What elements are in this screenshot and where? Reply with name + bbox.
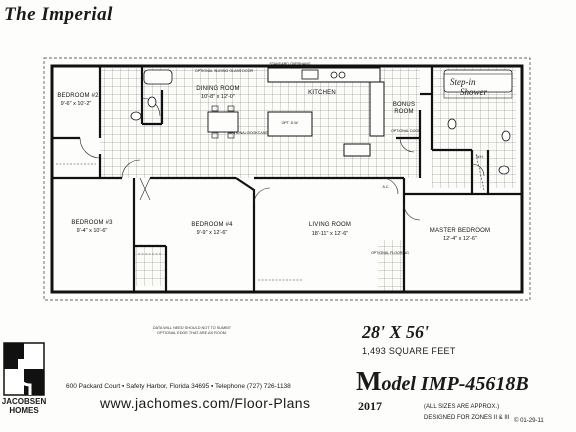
- brand-line-1: JACOBSEN: [1, 397, 47, 406]
- bedroom-2-label: BEDROOM #2: [57, 93, 99, 99]
- square-feet: 1,493 SQUARE FEET: [362, 346, 456, 356]
- master-bedroom-dims: 12'-4" x 12'-6": [443, 236, 477, 242]
- overhang-label: STANDARD OVERHANG: [269, 62, 310, 66]
- bedroom-3-dims: 9'-4" x 10'-6": [77, 228, 108, 234]
- handwritten-shower: Shower: [460, 87, 487, 97]
- bedroom-4-dims: 9'-9" x 12'-6": [197, 230, 228, 236]
- stove-icon: [330, 71, 346, 79]
- date-code: © 01-29-11: [514, 418, 544, 424]
- floor-plan: STANDARD OVERHANG: [43, 57, 531, 301]
- bonus-room-label: BONUS: [393, 102, 415, 108]
- closet-shelves: [56, 153, 485, 281]
- page-title: The Imperial: [4, 4, 113, 25]
- bonus-room-sublabel: ROOM: [394, 109, 413, 115]
- jacobsen-logo-icon: [3, 342, 45, 396]
- company-address: 600 Packard Court ▪ Safety Harbor, Flori…: [66, 383, 291, 390]
- bedroom-4-label: BEDROOM #4: [191, 222, 233, 228]
- handwritten-box: [443, 73, 513, 99]
- overhang-line: [43, 57, 531, 301]
- bath-fixtures: [130, 69, 513, 175]
- bedroom-2-dims: 9'-6" x 10'-2": [61, 101, 92, 107]
- home-size: 28' X 56': [362, 322, 430, 342]
- brand-line-2: HOMES: [9, 406, 39, 415]
- kitchen-label: KITCHEN: [308, 90, 336, 96]
- sizes-approx-note: (ALL SIZES ARE APPROX.): [424, 404, 500, 410]
- fine-print-note: DATA WILL NEED SHOULD NOT TO SUMBIT OPTI…: [152, 326, 232, 335]
- copyright-icon: ©: [514, 418, 521, 424]
- dining-room-label: DINING ROOM: [196, 86, 240, 92]
- living-room-label: LIVING ROOM: [309, 222, 351, 228]
- master-bedroom-label: MASTER BEDROOM: [430, 228, 490, 234]
- island-label: OPT. D.W.: [282, 121, 299, 125]
- dining-room-dims: 10'-8" x 12'-0": [201, 94, 235, 100]
- water-heater-note: W.H.: [476, 155, 484, 159]
- interior-walls: [52, 66, 522, 292]
- model-rest: odel IMP-45618B: [381, 373, 529, 395]
- date-code-value: 01-29-11: [520, 418, 544, 424]
- dining-table: [207, 105, 239, 139]
- door-swings: [79, 97, 485, 221]
- handwritten-step-in: Step-in: [450, 77, 476, 87]
- sink-icon: [301, 69, 319, 80]
- bedroom-3-label: BEDROOM #3: [71, 220, 113, 226]
- website-link[interactable]: www.jachomes.com/Floor-Plans: [100, 395, 311, 411]
- tiled-entry-flooring: [378, 240, 404, 292]
- optional-door-note: OPTIONAL DOOR: [391, 129, 421, 133]
- model-year: 2017: [358, 399, 382, 413]
- optional-flooring-note: OPTIONAL FLOORING: [371, 251, 409, 255]
- sliding-door-note: OPTIONAL SLIDING GLASS DOOR: [195, 69, 254, 73]
- model-initial: M: [356, 366, 382, 396]
- kitchen-counters: [267, 67, 385, 157]
- model-number: Model IMP-45618B: [356, 366, 529, 397]
- tiled-hall-closet: [134, 246, 166, 286]
- ac-note: A.C.: [383, 185, 390, 189]
- zones-note: DESIGNED FOR ZONES II & III: [424, 415, 510, 421]
- optional-bookcase-note: OPTIONAL BOOKCASE: [228, 131, 268, 135]
- brand-name: JACOBSEN HOMES: [0, 397, 48, 415]
- living-room-dims: 18'-11" x 12'-6": [312, 231, 349, 237]
